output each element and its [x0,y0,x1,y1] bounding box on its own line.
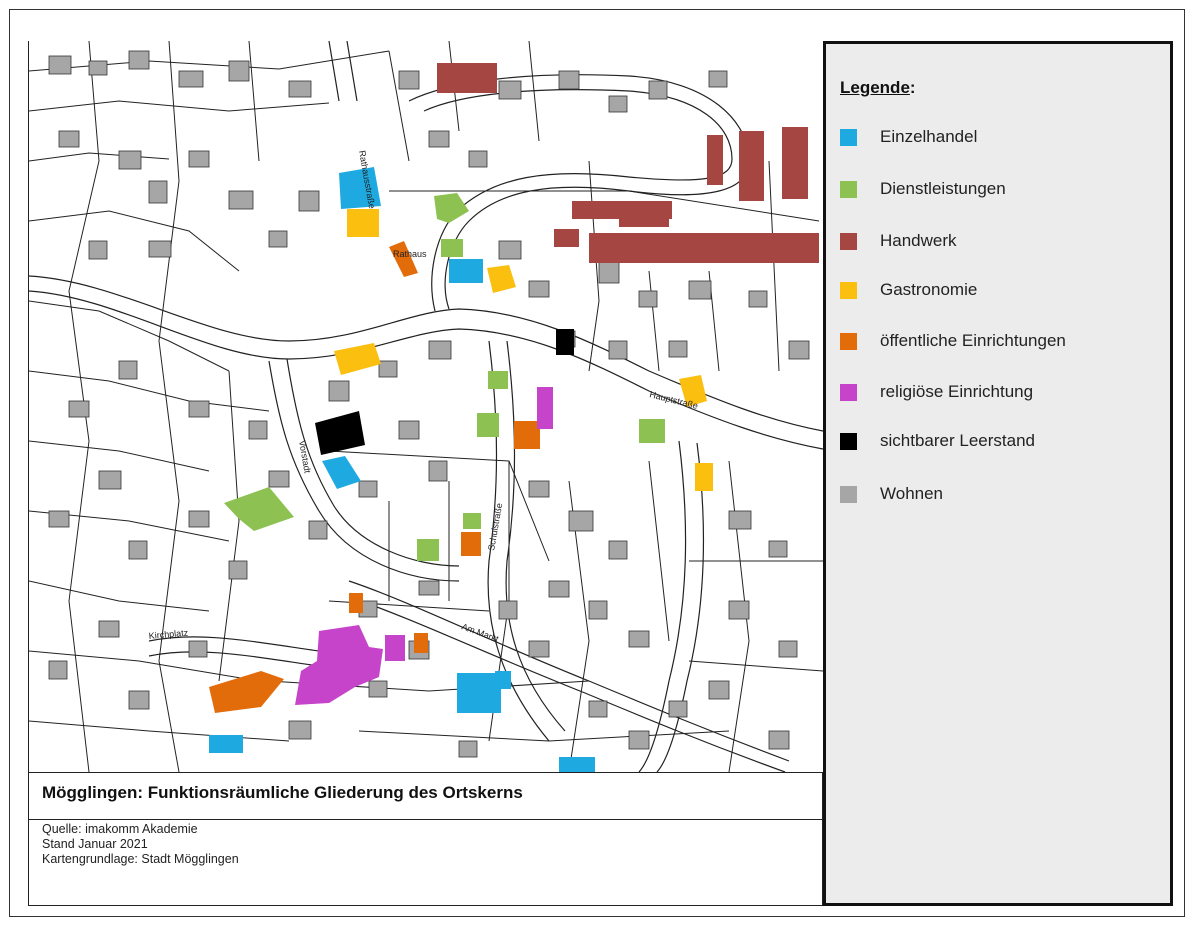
map-caption: Mögglingen: Funktionsräumliche Gliederun… [28,772,823,820]
legend-swatch [840,233,857,250]
legend-swatch [840,433,857,450]
street-label-rathaus: Rathaus [393,249,427,259]
street-label-kirchplatz: Kirchplatz [148,628,189,641]
legend-label: Handwerk [880,231,957,250]
map-title: Mögglingen: Funktionsräumliche Gliederun… [42,783,523,802]
religioese-einrichtung-buildings [295,387,553,705]
legend-swatch [840,333,857,350]
oeffentliche-einrichtungen-buildings [209,241,540,713]
cadastral-map: Kirchplatz Am Markt Schulstraße Hauptstr… [29,41,823,772]
legend-swatch [840,282,857,299]
legend-label: sichtbarer Leerstand [880,431,1035,450]
legend-title: Legende: [840,78,916,98]
gastronomie-buildings [334,209,713,491]
legend-swatch [840,129,857,146]
legend-label: Gastronomie [880,280,978,299]
handwerk-buildings [437,63,819,263]
dienstleistungen-buildings [224,193,665,561]
legend-heading: Legende [840,78,910,97]
legend-swatch [840,384,857,401]
legend-panel: Legende: Einzelhandel Dienstleistungen H… [823,41,1173,906]
map-area: Kirchplatz Am Markt Schulstraße Hauptstr… [28,41,823,772]
map-meta: Quelle: imakomm Akademie Stand Januar 20… [28,820,823,906]
residential-buildings [48,50,810,758]
parcel-lines [29,41,823,772]
legend-label: Einzelhandel [880,127,978,146]
source-text: Quelle: imakomm Akademie [42,822,198,836]
basemap-text: Kartengrundlage: Stadt Mögglingen [42,852,239,866]
legend-label: Wohnen [880,484,944,503]
date-text: Stand Januar 2021 [42,837,148,851]
legend-colon: : [909,78,916,97]
leerstand-buildings [315,329,574,455]
legend-swatch [840,486,857,503]
legend-label: öffentliche Einrichtungen [880,331,1066,350]
legend-swatch [840,181,857,198]
legend-label: religiöse Einrichtung [880,382,1034,401]
legend-label: Dienstleistungen [880,179,1006,198]
einzelhandel-buildings [209,167,595,772]
